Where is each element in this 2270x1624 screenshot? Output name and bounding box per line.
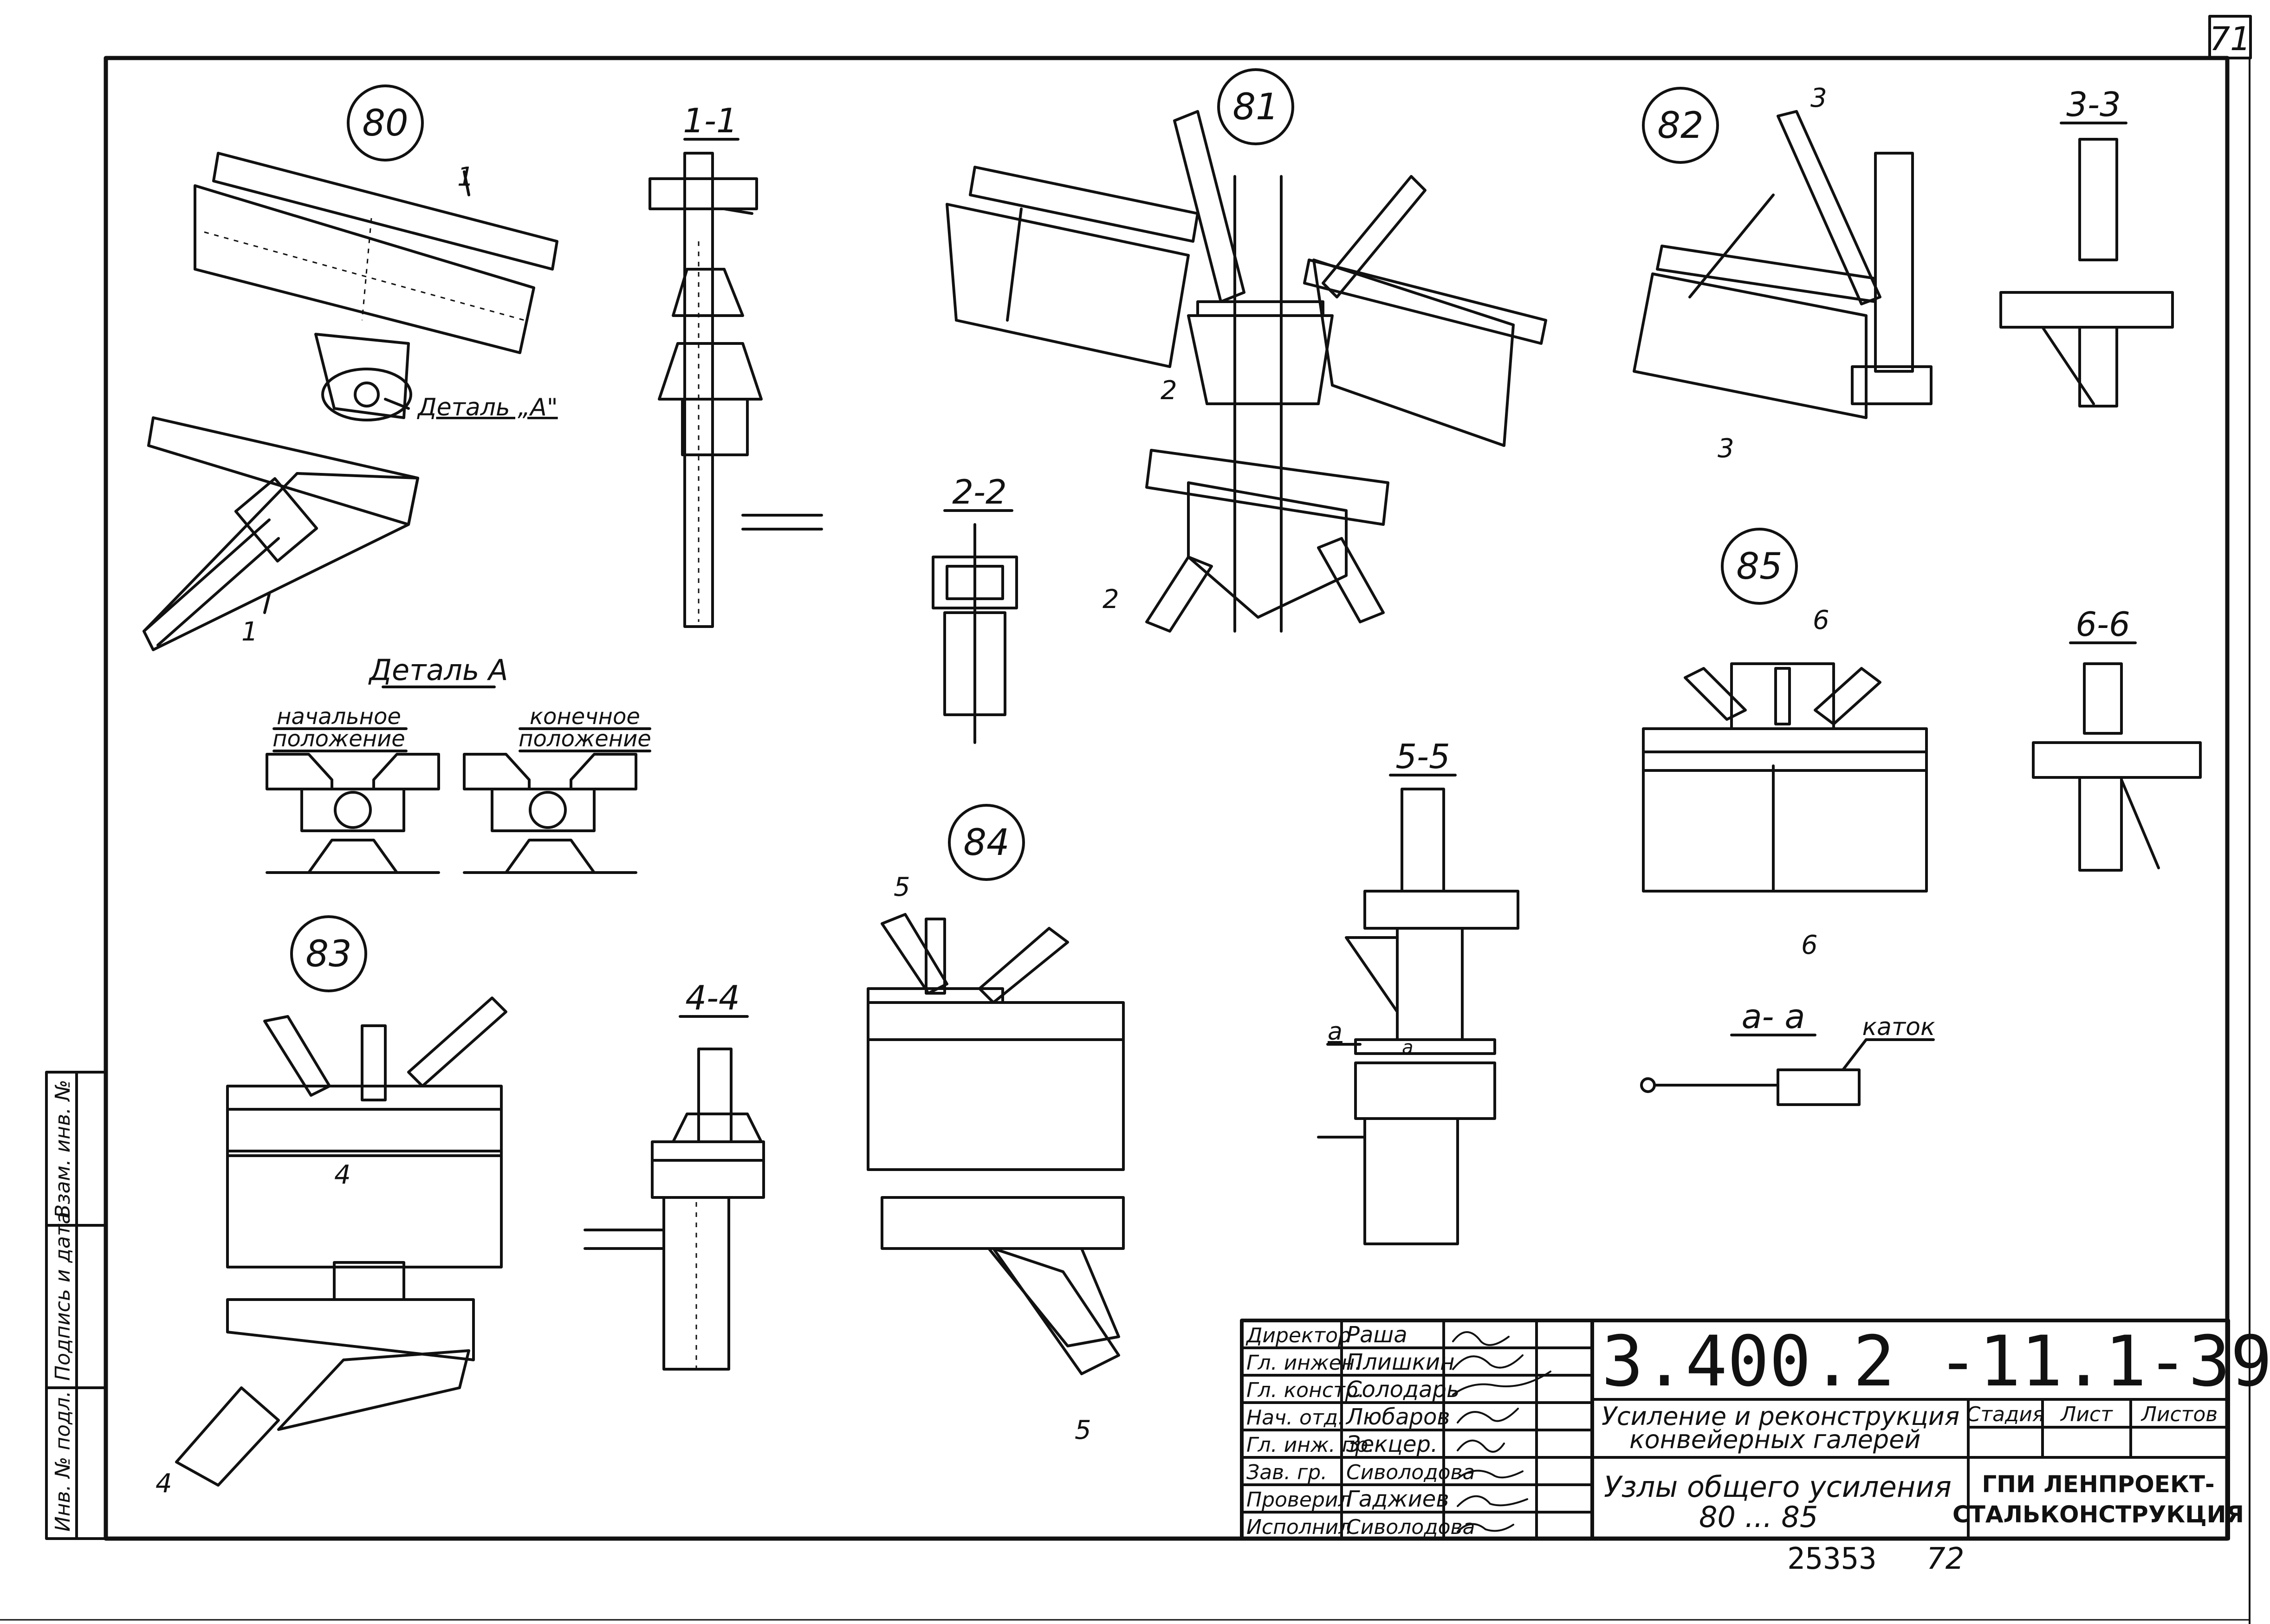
svg-text:Гл. констр.: Гл. констр.	[1246, 1378, 1365, 1402]
svg-text:начальное: начальное	[277, 704, 401, 730]
roller-label: каток	[1862, 1013, 1935, 1041]
svg-text:1: 1	[457, 162, 474, 192]
drawing-designation: 3.400.2 -11.1-39КМ	[1602, 1321, 2270, 1402]
detail-a-callout: Деталь „А"	[417, 394, 558, 421]
section-a-a-drawing: а- а каток	[1640, 997, 1935, 1106]
node-83-circle	[290, 915, 367, 992]
svg-text:5: 5	[1075, 1415, 1091, 1445]
svg-text:6: 6	[1801, 930, 1818, 960]
section-3-3-drawing: 3-3	[1999, 85, 2174, 408]
sheet-title-line1: Узлы общего усиления	[1604, 1470, 1952, 1504]
svg-text:Сиволодова: Сиволодова	[1346, 1515, 1475, 1539]
section-5-5-drawing: 5-5 а а	[1317, 737, 1519, 1245]
svg-text:1: 1	[241, 617, 258, 647]
svg-text:3: 3	[1718, 433, 1734, 464]
section-1-1-title: 1-1	[683, 101, 738, 140]
section-2-2-drawing: 2-2	[932, 472, 1018, 744]
sheet-title-line2: 80 ... 85	[1699, 1500, 1818, 1534]
stamp-replaced-inv: Взам. инв. №	[51, 1080, 75, 1218]
node-81-circle	[1217, 68, 1294, 145]
node-85-drawing: 85 6 6	[1642, 528, 1928, 960]
svg-text:4: 4	[156, 1469, 172, 1499]
title-block: Директор Гл. инжен. Гл. констр. Нач. отд…	[1240, 1319, 2270, 1540]
svg-text:Лист: Лист	[2060, 1403, 2113, 1426]
section-5-5-title: 5-5	[1395, 737, 1450, 776]
side-stamp: Инв. № подл. Подпись и дата Взам. инв. №	[45, 1071, 107, 1540]
node-85-label: 85	[1736, 546, 1782, 588]
node-81-drawing: 81 2 2	[946, 68, 1547, 633]
archive-number: 25353	[1787, 1542, 1877, 1576]
node-83-label: 83	[305, 933, 351, 975]
organization-line1: ГПИ ЛЕНПРОЕКТ-	[1982, 1471, 2214, 1498]
section-3-3-title: 3-3	[2066, 85, 2121, 124]
stamp-inv-number: Инв. № подл.	[51, 1391, 75, 1532]
svg-text:3: 3	[1810, 83, 1827, 113]
svg-text:Раша: Раша	[1346, 1322, 1407, 1348]
node-80-circle	[347, 84, 424, 162]
svg-text:Сиволодова: Сиволодова	[1346, 1461, 1475, 1484]
svg-text:а: а	[1402, 1037, 1414, 1058]
svg-text:Листов: Листов	[2140, 1403, 2218, 1426]
svg-text:Директор: Директор	[1245, 1324, 1351, 1347]
section-6-6-drawing: 6-6	[2032, 605, 2202, 872]
section-a-a-title: а- а	[1741, 997, 1805, 1036]
svg-text:конечное: конечное	[530, 704, 640, 730]
node-84-drawing: 84 5 5	[867, 804, 1125, 1445]
node-82-label: 82	[1657, 105, 1703, 147]
svg-text:Любаров: Любаров	[1345, 1404, 1450, 1430]
organization-line2: СТАЛЬКОНСТРУКЦИЯ	[1952, 1501, 2244, 1528]
drawing-frame	[104, 56, 2230, 1541]
node-84-circle	[948, 804, 1025, 881]
svg-text:6: 6	[1813, 605, 1829, 635]
svg-text:а: а	[1328, 1018, 1343, 1046]
svg-text:Гаджиев: Гаджиев	[1346, 1486, 1449, 1512]
section-6-6-title: 6-6	[2075, 605, 2130, 644]
svg-text:Нач. отд.: Нач. отд.	[1246, 1406, 1344, 1430]
svg-text:2: 2	[1161, 375, 1177, 406]
svg-text:Стадия: Стадия	[1966, 1403, 2045, 1426]
node-83-drawing: 83 4 4	[156, 915, 507, 1499]
svg-text:4: 4	[334, 1160, 351, 1190]
section-4-4-title: 4-4	[685, 978, 740, 1017]
svg-text:Зекцер.: Зекцер.	[1346, 1431, 1438, 1457]
svg-text:5: 5	[894, 872, 910, 902]
page-number: 72	[1926, 1542, 1964, 1576]
sheet-number: 71	[2209, 20, 2251, 58]
svg-text:Исполнил: Исполнил	[1246, 1515, 1351, 1539]
stamp-signature-date: Подпись и дата	[51, 1212, 75, 1381]
section-4-4-drawing: 4-4	[584, 978, 765, 1371]
svg-text:Гл. инжен.: Гл. инжен.	[1246, 1351, 1361, 1375]
svg-text:положение: положение	[519, 726, 651, 752]
sheet-number-box	[2208, 15, 2252, 59]
detail-a-title: Деталь А	[368, 653, 508, 687]
node-82-circle	[1642, 87, 1719, 164]
node-80-label: 80	[362, 103, 408, 144]
svg-text:Зав. гр.: Зав. гр.	[1246, 1461, 1327, 1484]
node-81-label: 81	[1232, 86, 1278, 128]
svg-text:Гл. инж. пр.: Гл. инж. пр.	[1246, 1433, 1375, 1457]
svg-text:Проверил: Проверил	[1246, 1488, 1351, 1512]
project-title-line2: конвейерных галерей	[1629, 1425, 1920, 1454]
section-1-1-drawing: 1-1	[649, 101, 823, 628]
svg-text:положение: положение	[272, 726, 405, 752]
project-title-line1: Усиление и реконструкция	[1602, 1402, 1959, 1431]
node-80-drawing: 80 1 1 Деталь „А"	[143, 84, 558, 651]
section-2-2-title: 2-2	[952, 472, 1007, 511]
detail-a-drawing: Деталь А начальное положение конечное по…	[266, 653, 651, 874]
node-84-label: 84	[963, 822, 1009, 864]
svg-text:Солодарь: Солодарь	[1346, 1377, 1459, 1403]
node-82-drawing: 82 3 3	[1633, 83, 1933, 464]
signatures	[1452, 1331, 1551, 1533]
svg-text:2: 2	[1103, 584, 1119, 615]
node-85-circle	[1721, 528, 1798, 605]
svg-text:Плишкин: Плишкин	[1346, 1349, 1454, 1375]
